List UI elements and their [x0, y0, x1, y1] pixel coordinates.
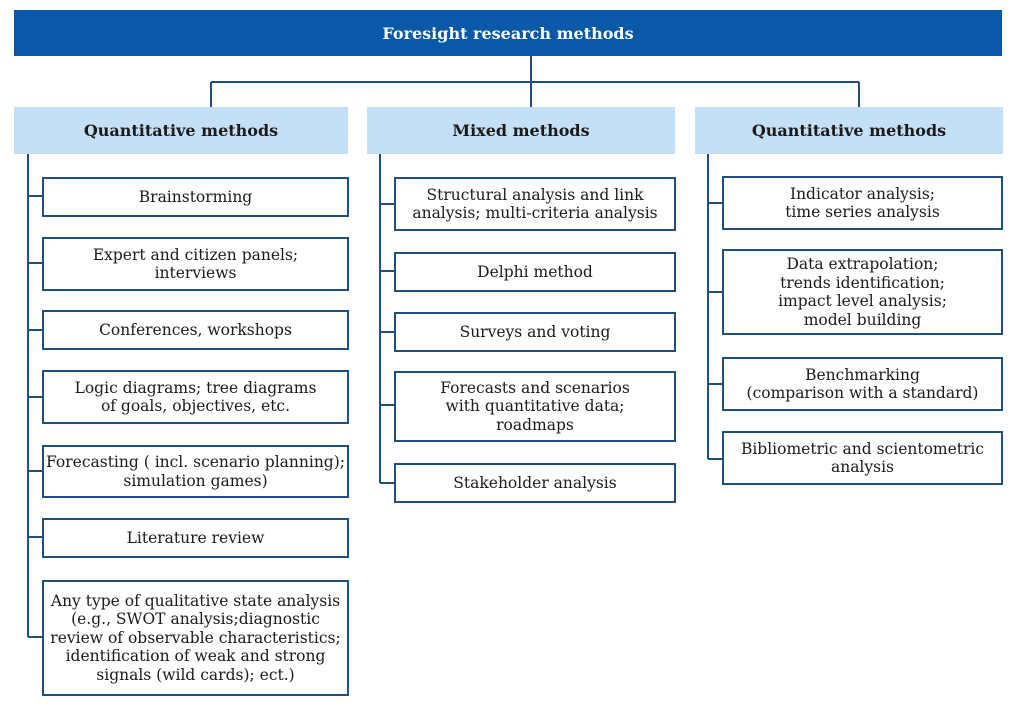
method-box: Benchmarking (comparison with a standard…	[722, 357, 1003, 411]
method-box: Structural analysis and link analysis; m…	[394, 177, 676, 231]
method-box: Stakeholder analysis	[394, 463, 676, 503]
column-header-mixed: Mixed methods	[367, 107, 675, 154]
column-header-quantitative: Quantitative methods	[14, 107, 348, 154]
method-box: Delphi method	[394, 252, 676, 292]
method-box: Expert and citizen panels; interviews	[42, 237, 349, 291]
column-header-quantitative-2: Quantitative methods	[695, 107, 1003, 154]
method-box: Indicator analysis; time series analysis	[722, 176, 1003, 230]
diagram-title: Foresight research methods	[14, 10, 1002, 56]
method-box: Logic diagrams; tree diagrams of goals, …	[42, 370, 349, 424]
method-box: Conferences, workshops	[42, 310, 349, 350]
method-box: Surveys and voting	[394, 312, 676, 352]
method-box: Bibliometric and scientometric analysis	[722, 431, 1003, 485]
method-box: Forecasting ( incl. scenario planning); …	[42, 445, 349, 498]
method-box: Data extrapolation; trends identificatio…	[722, 249, 1003, 335]
method-box: Literature review	[42, 518, 349, 558]
method-box: Forecasts and scenarios with quantitativ…	[394, 371, 676, 442]
method-box: Brainstorming	[42, 177, 349, 217]
method-box: Any type of qualitative state analysis (…	[42, 580, 349, 696]
